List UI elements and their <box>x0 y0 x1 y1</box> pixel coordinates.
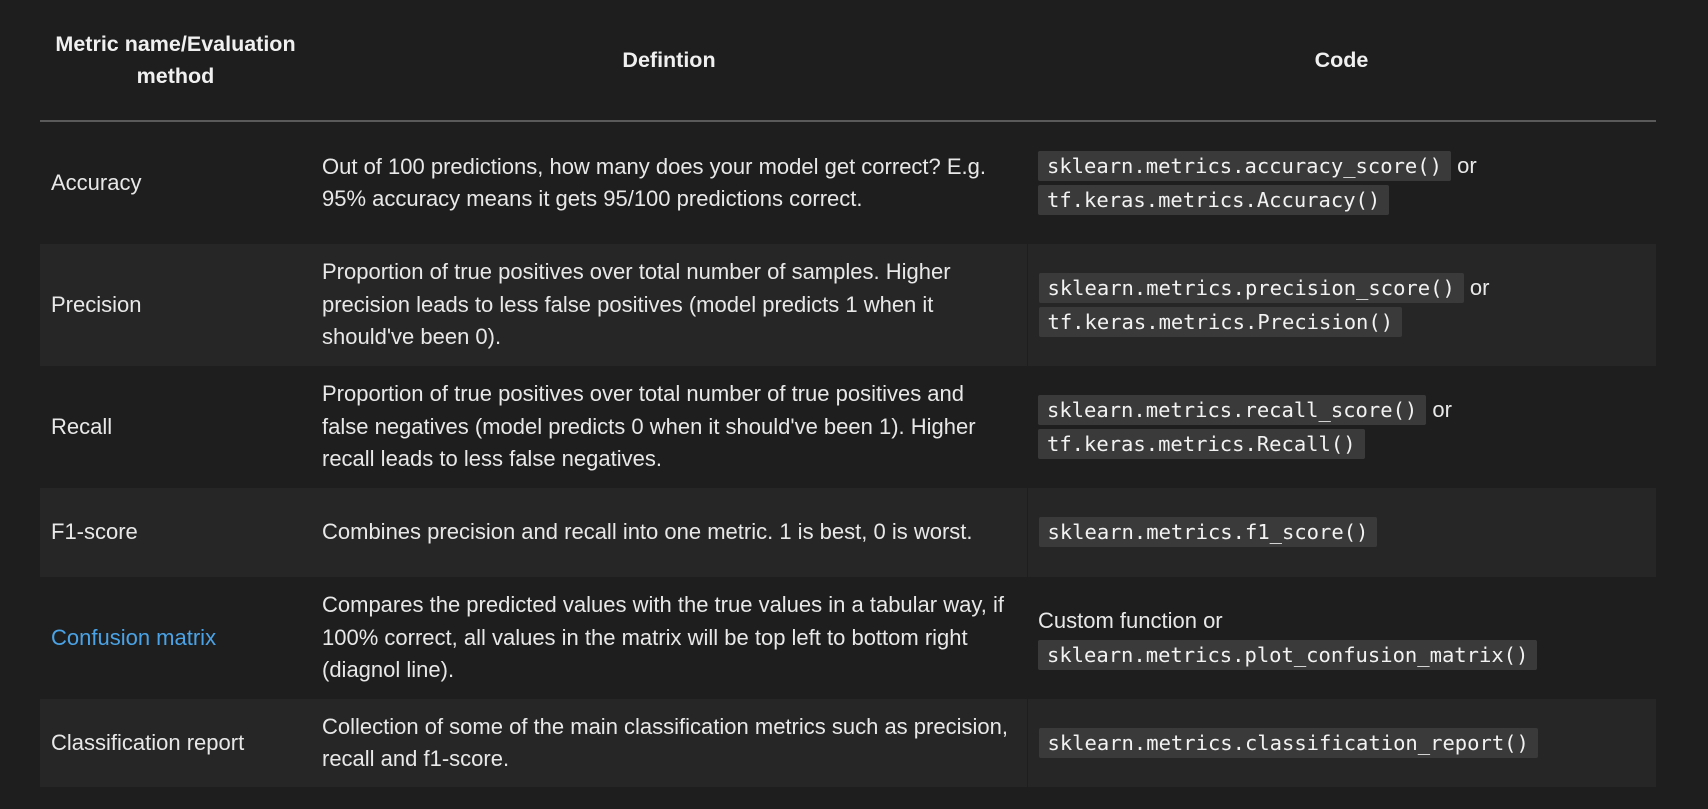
header-row: Metric name/Evaluation method Defintion … <box>40 0 1656 122</box>
table-body: Accuracy Out of 100 predictions, how man… <box>40 121 1656 787</box>
metric-code: sklearn.metrics.accuracy_score() or tf.k… <box>1027 121 1656 244</box>
metric-code: sklearn.metrics.f1_score() <box>1026 488 1656 577</box>
metric-code: sklearn.metrics.recall_score() or tf.ker… <box>1027 366 1656 488</box>
code-snippet: sklearn.metrics.f1_score() <box>1038 517 1378 548</box>
code-snippet: sklearn.metrics.precision_score() <box>1038 273 1464 303</box>
metric-code: sklearn.metrics.classification_report() <box>1026 699 1656 787</box>
metrics-table: Metric name/Evaluation method Defintion … <box>40 0 1656 787</box>
code-snippet: tf.keras.metrics.Precision() <box>1038 307 1403 337</box>
confusion-matrix-link[interactable]: Confusion matrix <box>51 624 217 650</box>
table-header: Metric name/Evaluation method Defintion … <box>40 0 1656 122</box>
metric-name: F1-score <box>40 488 311 577</box>
metric-name: Recall <box>40 366 311 488</box>
metric-definition: Collection of some of the main classific… <box>311 699 1027 787</box>
metric-code: Custom function or sklearn.metrics.plot_… <box>1027 577 1656 699</box>
code-prefix: Custom function or <box>1038 608 1223 633</box>
code-snippet: tf.keras.metrics.Accuracy() <box>1038 185 1390 215</box>
table-row: Recall Proportion of true positives over… <box>40 366 1656 488</box>
code-snippet: sklearn.metrics.recall_score() <box>1038 395 1427 425</box>
or-text: or <box>1432 397 1452 422</box>
metric-definition: Compares the predicted values with the t… <box>311 577 1027 699</box>
table-row: Classification report Collection of some… <box>40 699 1656 787</box>
metric-definition: Proportion of true positives over total … <box>311 366 1027 488</box>
metric-definition: Combines precision and recall into one m… <box>311 488 1027 577</box>
metric-name: Precision <box>40 244 311 366</box>
table-row: Accuracy Out of 100 predictions, how man… <box>40 121 1656 244</box>
code-snippet: tf.keras.metrics.Recall() <box>1038 429 1365 459</box>
header-code: Code <box>1027 0 1656 122</box>
metric-name: Accuracy <box>40 121 311 244</box>
metrics-table-container: Metric name/Evaluation method Defintion … <box>40 0 1656 787</box>
metric-definition: Proportion of true positives over total … <box>311 244 1027 366</box>
metric-definition: Out of 100 predictions, how many does yo… <box>311 121 1027 244</box>
table-row: F1-score Combines precision and recall i… <box>40 488 1656 577</box>
code-snippet: sklearn.metrics.classification_report() <box>1038 727 1538 758</box>
metric-code: sklearn.metrics.precision_score() or tf.… <box>1026 244 1656 366</box>
metric-name: Confusion matrix <box>40 577 311 699</box>
header-definition: Defintion <box>311 0 1027 122</box>
metric-name: Classification report <box>40 699 311 787</box>
table-row: Confusion matrix Compares the predicted … <box>40 577 1656 699</box>
or-text: or <box>1469 275 1490 300</box>
header-metric: Metric name/Evaluation method <box>40 0 311 122</box>
table-row: Precision Proportion of true positives o… <box>40 244 1656 366</box>
code-snippet: sklearn.metrics.plot_confusion_matrix() <box>1038 640 1538 670</box>
code-snippet: sklearn.metrics.accuracy_score() <box>1038 151 1451 181</box>
or-text: or <box>1457 153 1477 178</box>
